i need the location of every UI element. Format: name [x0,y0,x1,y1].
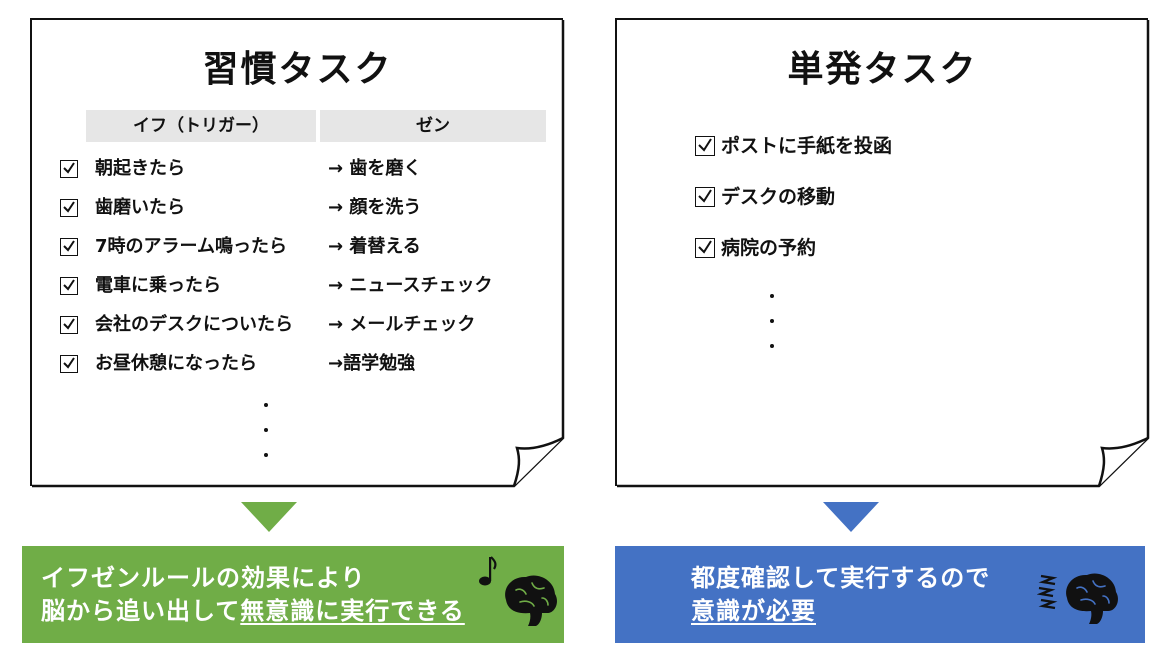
habit-title: 習慣タスク [202,49,393,90]
music-note-icon [479,556,497,586]
trigger-text: お昼休憩になったら [95,353,257,374]
checkbox-checked[interactable] [60,238,78,256]
trigger-text: 電車に乗ったら [95,275,221,296]
trigger-text: 朝起きたら [95,158,185,179]
checkbox-checked[interactable] [695,136,715,156]
action-text: → 着替える [328,236,421,257]
brain-icon [1066,573,1118,624]
check-icon [63,240,75,252]
ellipsis-dot [770,319,774,323]
checkbox-checked[interactable] [60,199,78,217]
check-icon [63,318,75,330]
banner-right: 都度確認して実行するので 意識が必要 [615,546,1145,643]
task-text: 病院の予約 [721,237,817,259]
ellipsis-dot [264,403,268,407]
banner-right-line2-underlined: 意識が必要 [691,597,816,625]
ellipsis-dot [264,453,268,457]
banner-right-line1: 都度確認して実行するので [691,564,991,592]
action-text: → ニュースチェック [328,275,493,296]
habit-row: 7時のアラーム鳴ったら → 着替える [32,234,552,260]
checkbox-checked[interactable] [60,160,78,178]
ellipsis-dot [770,344,774,348]
check-icon [698,138,712,152]
check-icon [63,162,75,174]
banner-left-line2: 脳から追い出して無意識に実行できる [41,595,465,627]
checkbox-checked[interactable] [60,277,78,295]
checkbox-checked[interactable] [60,316,78,334]
habit-task-card: 習慣タスク イフ（トリガー） ゼン 朝起きたら → 歯を磨く歯磨いたら → 顔を洗う… [30,18,565,488]
brain-icon [505,575,557,626]
checkbox-checked[interactable] [60,355,78,373]
banner-right-line2: 意識が必要 [691,595,816,627]
zigzag-stress-icon [1037,574,1058,610]
action-text: → 顔を洗う [328,197,422,218]
card-frame [617,20,1150,488]
check-icon [63,357,75,369]
down-arrow-right [823,502,879,532]
habit-row: お昼休憩になったら →語学勉強 [32,351,552,377]
habit-row: 朝起きたら → 歯を磨く [32,156,552,182]
habit-row: 歯磨いたら → 顔を洗う [32,195,552,221]
single-task-card: 単発タスク ポストに手紙を投函デスクの移動病院の予約 [615,18,1150,488]
habit-row: 会社のデスクについたら → メールチェック [32,312,552,338]
check-icon [63,201,75,213]
action-text: →語学勉強 [328,353,416,374]
habit-row: 電車に乗ったら → ニュースチェック [32,273,552,299]
task-text: ポストに手紙を投函 [721,135,893,157]
trigger-text: 7時のアラーム鳴ったら [95,236,287,257]
ellipsis-dot [770,294,774,298]
single-task-item: ポストに手紙を投函 [617,133,1037,159]
ellipsis-dot [264,428,268,432]
banner-left-line2-underlined: 無意識に実行できる [240,597,465,625]
checkbox-checked[interactable] [695,238,715,258]
trigger-text: 会社のデスクについたら [95,314,293,335]
single-task-item: 病院の予約 [617,235,1037,261]
banner-left: イフゼンルールの効果により 脳から追い出して無意識に実行できる [22,546,564,643]
col-header-if: イフ（トリガー） [86,110,316,142]
card-frame [32,20,565,488]
banner-left-line2-plain: 脳から追い出して [41,597,241,625]
task-text: デスクの移動 [721,186,836,208]
single-task-item: デスクの移動 [617,184,1037,210]
col-header-then: ゼン [320,110,546,142]
check-icon [63,279,75,291]
down-arrow-left [241,502,297,532]
action-text: → 歯を磨く [328,158,422,179]
check-icon [698,189,712,203]
single-title: 単発タスク [787,49,978,90]
action-text: → メールチェック [328,314,476,335]
banner-left-line1: イフゼンルールの効果により [41,564,366,592]
trigger-text: 歯磨いたら [95,197,185,218]
check-icon [698,240,712,254]
checkbox-checked[interactable] [695,187,715,207]
